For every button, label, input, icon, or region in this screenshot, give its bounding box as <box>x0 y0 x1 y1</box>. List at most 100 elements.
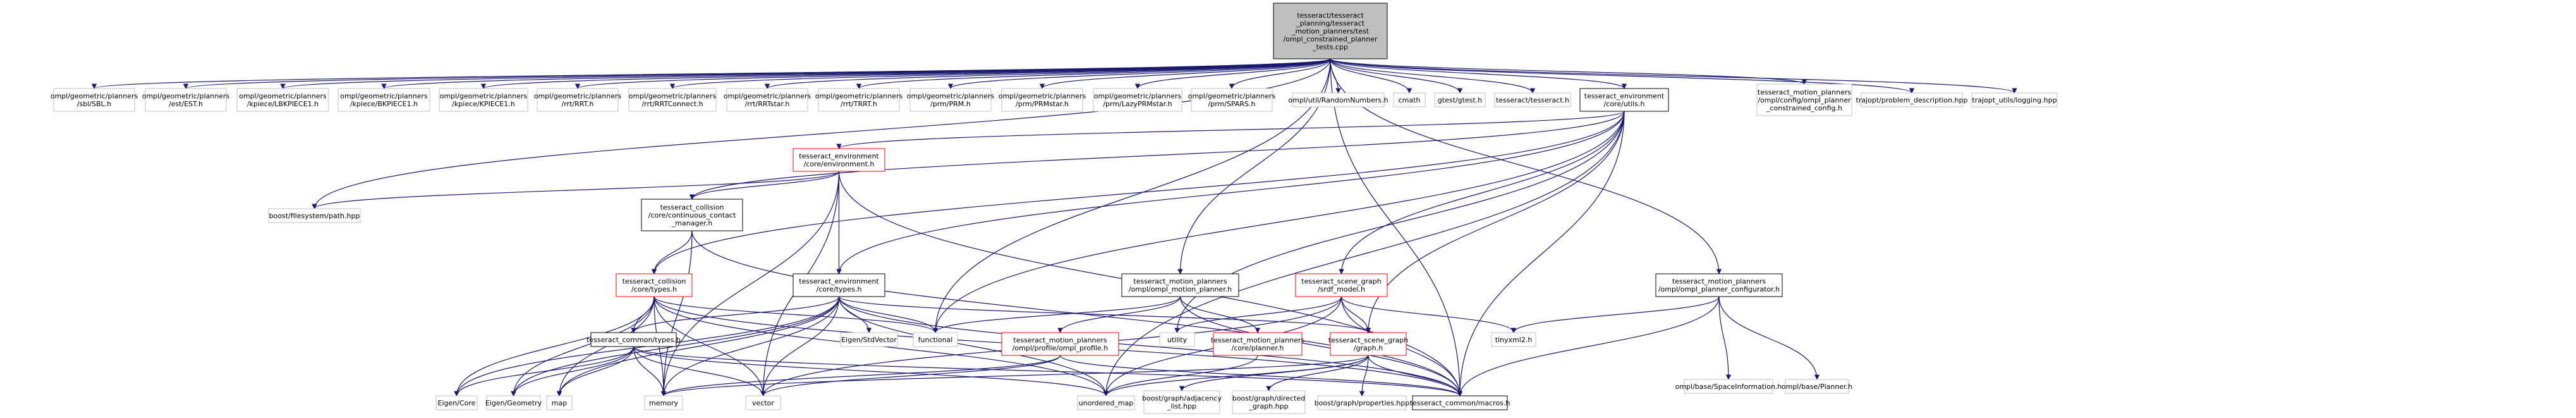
node-box <box>590 332 677 347</box>
node-lazyprm[interactable]: ompl/geometric/planners/prm/LazyPRMstar.… <box>1093 88 1182 112</box>
node-rrtstar[interactable]: ompl/geometric/planners/rrt/RRTstar.h <box>724 88 811 112</box>
node-label-line: /kpiece/LBKPIECE1.h <box>247 100 319 108</box>
node-label-line: _constrained_config.h <box>1766 104 1842 112</box>
node-ompl-profile[interactable]: tesseract_motion_planners/ompl/profile/o… <box>1001 332 1119 356</box>
node-est[interactable]: ompl/geometric/planners/est/EST.h <box>142 88 230 112</box>
node-label-line: boost/graph/properties.hpp <box>1315 399 1410 407</box>
edge-common_types-to-memory <box>633 346 667 396</box>
node-spars[interactable]: ompl/geometric/planners/prm/SPARS.h <box>1188 88 1276 112</box>
node-tesseract-h[interactable]: tesseract/tesseract.h <box>1494 92 1571 108</box>
node-label-line: tesseract_environment <box>1584 92 1665 101</box>
node-label-line: ompl/geometric/planners <box>907 92 995 101</box>
node-prmstar[interactable]: ompl/geometric/planners/prm/PRMstar.h <box>999 88 1086 112</box>
node-env-core[interactable]: tesseract_environment/core/environment.h <box>793 148 885 172</box>
node-rrtconnect[interactable]: ompl/geometric/planners/rrt/RRTConnect.h <box>628 88 717 112</box>
node-utility[interactable]: utility <box>1159 332 1195 347</box>
node-box <box>537 88 619 112</box>
node-box <box>1434 92 1486 108</box>
edge-common_types-to-macros <box>633 346 1462 396</box>
node-gtest[interactable]: gtest/gtest.h <box>1434 92 1486 108</box>
node-macros[interactable]: tesseract_common/macros.h <box>1410 395 1510 410</box>
node-label-line: /prm/PRM.h <box>930 100 971 108</box>
edge-root-to-rrtconnect <box>670 58 1331 89</box>
node-cont-contact[interactable]: tesseract_collision/core/continuous_cont… <box>641 199 743 231</box>
node-kpiece[interactable]: ompl/geometric/planners/kpiece/KPIECE1.h <box>439 88 528 112</box>
node-trrt[interactable]: ompl/geometric/planners/rrt/TRRT.h <box>815 88 903 112</box>
node-srdf[interactable]: tesseract_scene_graph/srdf_model.h <box>1295 273 1388 297</box>
node-label-line: /ompl/profile/ompl_profile.h <box>1012 344 1109 352</box>
node-sbl[interactable]: ompl/geometric/planners/sbl/SBL.h <box>51 88 138 112</box>
node-trajopt-logging[interactable]: trajopt_utils/logging.hpp <box>1971 92 2058 108</box>
node-label-line: tesseract_common/types.h <box>586 336 681 344</box>
node-env-utils[interactable]: tesseract_environment/core/utils.h <box>1579 88 1669 112</box>
node-boost-fs[interactable]: boost/filesystem/path.hpp <box>268 208 361 223</box>
node-ompl-planner-config[interactable]: tesseract_motion_planners/ompl/config/om… <box>1756 83 1852 116</box>
node-trajopt-problem[interactable]: trajopt/problem_description.hpp <box>1856 92 1968 108</box>
node-unordered-map[interactable]: unordered_map <box>1077 395 1135 410</box>
node-eigen-stl[interactable]: Eigen/StdVector <box>840 332 898 347</box>
edge-root-to-boost_fs <box>312 58 1331 209</box>
edge-ompl_planner_configurator-to-macros <box>1457 296 1720 396</box>
node-space-info[interactable]: ompl/base/SpaceInformation.h <box>1675 379 1782 394</box>
node-memory[interactable]: memory <box>644 395 683 410</box>
node-env-types[interactable]: tesseract_environment/core/types.h <box>793 273 885 297</box>
node-label-line: tinyxml2.h <box>1495 336 1533 344</box>
node-box <box>486 395 541 410</box>
node-graph[interactable]: tesseract_scene_graph/graph.h <box>1328 332 1408 356</box>
node-common-types[interactable]: tesseract_common/types.h <box>586 332 681 347</box>
node-rrt[interactable]: ompl/geometric/planners/rrt/RRT.h <box>534 88 622 112</box>
node-label-line: /ompl/ompl_planner_configurator.h <box>1658 285 1780 293</box>
node-label-line: /rrt/RRTConnect.h <box>641 100 703 108</box>
node-cmath[interactable]: cmath <box>1393 92 1426 108</box>
node-ompl-motion[interactable]: tesseract_motion_planners/ompl/ompl_moti… <box>1121 273 1239 297</box>
edge-env_utils-to-coll_types <box>651 111 1625 274</box>
node-bg-dir[interactable]: boost/graph/directed_graph.hpp <box>1232 390 1306 414</box>
edge-ompl_planner_configurator-to-space_info <box>1718 296 1732 380</box>
node-box <box>616 273 693 297</box>
node-box <box>745 395 781 410</box>
node-core-planner[interactable]: tesseract_motion_planners/core/planner.h <box>1211 332 1304 356</box>
node-box <box>1001 332 1119 356</box>
edge-root-to-kpiece <box>481 58 1331 89</box>
node-vector[interactable]: vector <box>745 395 781 410</box>
node-box <box>1317 395 1407 410</box>
node-label-line: /core/environment.h <box>804 160 875 168</box>
edge-env_utils-to-cont_contact <box>689 111 1625 200</box>
node-box <box>1292 92 1385 108</box>
node-bg-adj[interactable]: boost/graph/adjacency_list.hpp <box>1142 390 1222 414</box>
dependency-nodes: tesseract/tesseract_planning/tesseract_m… <box>51 3 2058 414</box>
node-random[interactable]: ompl/util/RandomNumbers.h <box>1288 92 1388 108</box>
node-root[interactable]: tesseract/tesseract_planning/tesseract_m… <box>1273 3 1388 59</box>
node-label-line: ompl/geometric/planners <box>815 92 903 101</box>
edge-env_core-to-boost_fs <box>312 171 840 209</box>
node-label-line: /core/types.h <box>816 285 861 293</box>
edge-root-to-functional <box>932 58 1331 333</box>
node-bkpiece[interactable]: ompl/geometric/planners/kpiece/BKPIECE1.… <box>337 88 430 112</box>
node-label-line: ompl/geometric/planners <box>724 92 811 101</box>
edge-ompl_motion-to-core_planner <box>1179 296 1261 333</box>
edge-common_types-to-eigen_core <box>454 346 635 396</box>
node-tinyxml[interactable]: tinyxml2.h <box>1491 332 1536 347</box>
node-eigen-core[interactable]: Eigen/Core <box>435 395 478 410</box>
node-box <box>1330 332 1407 356</box>
node-functional[interactable]: functional <box>913 332 958 347</box>
node-label-line: tesseract/tesseract <box>1297 11 1364 20</box>
node-label-line: tesseract_common/macros.h <box>1410 399 1510 407</box>
node-label-line: ompl/geometric/planners <box>1188 92 1276 101</box>
node-coll-types[interactable]: tesseract_collision/core/types.h <box>616 273 693 297</box>
edge-root-to-rrtstar <box>765 58 1331 89</box>
node-eigen-geom[interactable]: Eigen/Geometry <box>485 395 542 410</box>
edge-ompl_profile-to-memory <box>660 355 1061 396</box>
node-base-planner[interactable]: ompl/base/Planner.h <box>1782 379 1852 394</box>
node-lbkpiece[interactable]: ompl/geometric/planners/kpiece/LBKPIECE1… <box>236 88 329 112</box>
node-map[interactable]: map <box>546 395 573 410</box>
node-label-line: _graph.hpp <box>1248 402 1288 410</box>
node-ompl-planner-configurator[interactable]: tesseract_motion_planners/ompl/ompl_plan… <box>1655 273 1783 297</box>
node-prm[interactable]: ompl/geometric/planners/prm/PRM.h <box>907 88 995 112</box>
edge-root-to-spars <box>1229 58 1331 89</box>
node-label-line: tesseract_motion_planners <box>1013 336 1107 345</box>
node-bg-prop[interactable]: boost/graph/properties.hpp <box>1315 395 1410 410</box>
node-label-line: /kpiece/BKPIECE1.h <box>350 100 418 108</box>
node-box <box>53 88 135 112</box>
